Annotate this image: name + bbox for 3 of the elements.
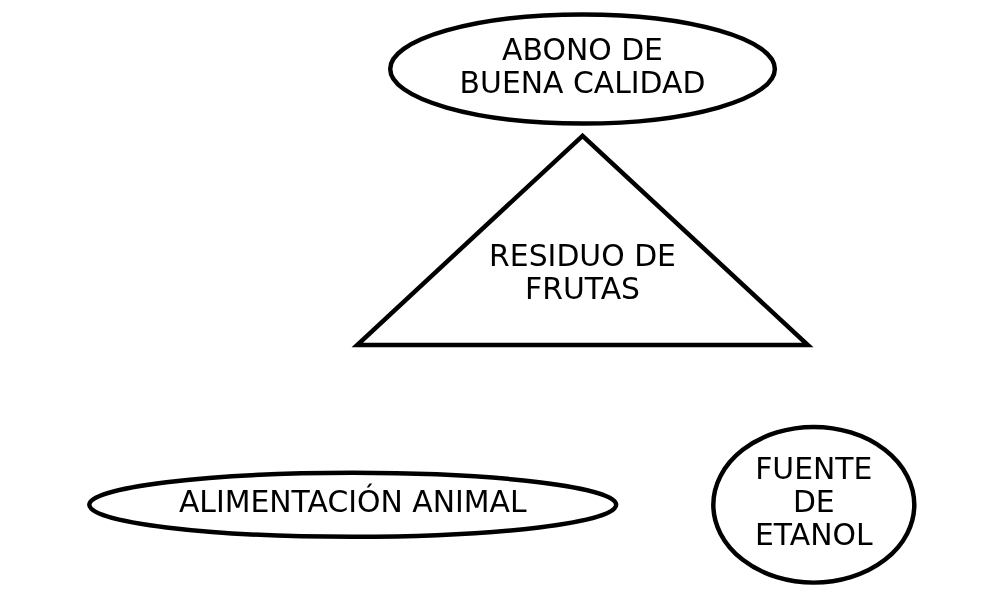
node-ellipse: ALIMENTACIÓN ANIMAL bbox=[86, 470, 618, 539]
node-ellipse: ABONO DE BUENA CALIDAD bbox=[387, 12, 777, 126]
node-ellipse: FUENTE DE ETANOL bbox=[710, 424, 917, 585]
